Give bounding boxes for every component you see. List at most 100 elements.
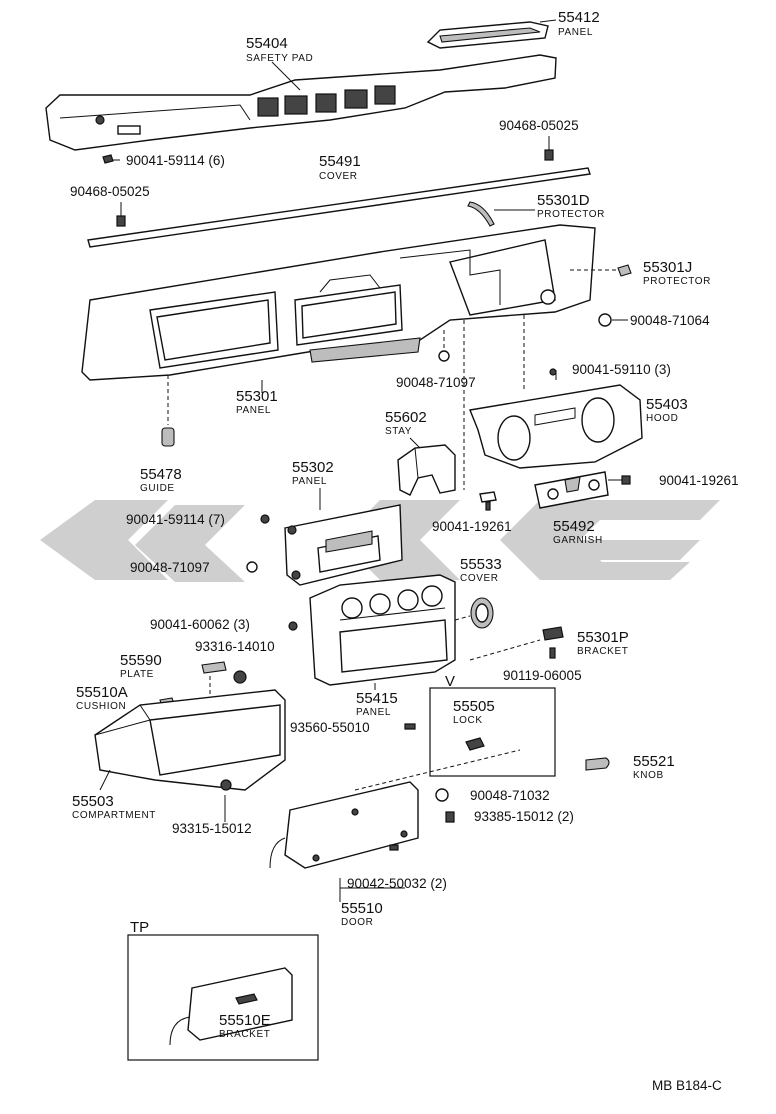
part-name-55505: LOCK [453, 715, 483, 726]
variant-tp-box [127, 934, 319, 1061]
part-55412-drawing [426, 21, 549, 49]
part-name-55301j: PROTECTOR [643, 276, 711, 287]
leader-55602 [409, 437, 421, 449]
part-name-55301p: BRACKET [577, 646, 628, 657]
part-name-55301: PANEL [236, 405, 271, 416]
part-number-55491: 55491 [319, 153, 361, 170]
part-name-55302: PANEL [292, 476, 327, 487]
part-name-55510a: CUSHION [76, 701, 126, 712]
part-55403-drawing [469, 384, 643, 469]
callout-90048-71064: 90048-71064 [630, 313, 710, 328]
part-name-55510: DOOR [341, 917, 373, 928]
part-number-55301: 55301 [236, 388, 278, 405]
variant-tp-label: TP [130, 919, 149, 936]
part-name-55602: STAY [385, 426, 412, 437]
drawing-code: MB B184-C [652, 1078, 722, 1093]
callout-90041-19261-b: 90041-19261 [432, 519, 512, 534]
part-55492-drawing [534, 471, 609, 509]
leader-55503 [99, 769, 111, 791]
callout-90468-05025-b: 90468-05025 [70, 184, 150, 199]
part-55415-drawing [309, 574, 456, 686]
clip-icon [246, 561, 258, 573]
callout-90048-71097-b: 90048-71097 [130, 560, 210, 575]
clip-icon [435, 788, 449, 802]
callout-90041-59114-6: 90041-59114 (6) [126, 153, 225, 168]
callout-90042-50032-2: 90042-50032 (2) [347, 876, 447, 891]
part-55510-drawing [269, 781, 419, 869]
dash-55301p [469, 639, 541, 661]
part-55302-drawing [284, 504, 403, 586]
bolt-icon [404, 723, 416, 730]
part-number-55510a: 55510A [76, 684, 128, 701]
part-number-55404: 55404 [246, 35, 288, 52]
part-number-55301d: 55301D [537, 192, 590, 209]
callout-90041-59110-3: 90041-59110 (3) [572, 362, 671, 377]
part-55521-drawing [585, 757, 610, 771]
screw-icon [549, 368, 557, 376]
callout-90119-06005: 90119-06005 [503, 668, 582, 683]
part-name-55403: HOOD [646, 413, 678, 424]
part-number-55590: 55590 [120, 652, 162, 669]
part-name-55478: GUIDE [140, 483, 175, 494]
part-55533-drawing [470, 597, 494, 629]
part-55301-drawing [81, 224, 596, 381]
part-name-55521: KNOB [633, 770, 664, 781]
part-55301p-drawing [542, 626, 564, 659]
fastener-group-right [438, 264, 632, 362]
part-name-55404: SAFETY PAD [246, 53, 313, 64]
part-55503-drawing [94, 689, 286, 791]
part-number-55492: 55492 [553, 518, 595, 535]
bolt-19261-drawing [479, 491, 497, 511]
part-number-55478: 55478 [140, 466, 182, 483]
screw-icon [260, 514, 270, 524]
part-number-55510: 55510 [341, 900, 383, 917]
part-number-55403: 55403 [646, 396, 688, 413]
part-name-55510e: BRACKET [219, 1029, 270, 1040]
part-name-55492: GARNISH [553, 535, 603, 546]
screw-icon [445, 811, 455, 823]
variant-v-label: V [445, 673, 455, 690]
callout-90041-60062-3: 90041-60062 (3) [150, 617, 250, 632]
part-number-55412: 55412 [558, 9, 600, 26]
part-name-55590: PLATE [120, 669, 154, 680]
bolt-icon [621, 475, 631, 485]
part-name-55533: COVER [460, 573, 499, 584]
part-number-55503: 55503 [72, 793, 114, 810]
part-number-55301j: 55301J [643, 259, 692, 276]
screw-icon [288, 621, 298, 631]
dash-lock [354, 749, 521, 791]
part-name-55491: COVER [319, 171, 358, 182]
part-number-55533: 55533 [460, 556, 502, 573]
callout-90048-71032: 90048-71032 [470, 788, 550, 803]
callout-90468-05025-a: 90468-05025 [499, 118, 579, 133]
part-number-55302: 55302 [292, 459, 334, 476]
part-55478-drawing [161, 427, 175, 447]
dash-55533 [454, 615, 471, 621]
part-name-55301d: PROTECTOR [537, 209, 605, 220]
callout-90041-59114-7: 90041-59114 (7) [126, 512, 225, 527]
leader-55412 [539, 19, 557, 23]
callout-93316-14010: 93316-14010 [195, 639, 275, 654]
callout-90048-71097-a: 90048-71097 [396, 375, 476, 390]
callout-93560-55010: 93560-55010 [290, 720, 370, 735]
part-number-55602: 55602 [385, 409, 427, 426]
part-55602-drawing [397, 444, 456, 496]
variant-v-box [429, 687, 556, 777]
callout-93385-15012-2: 93385-15012 (2) [474, 809, 574, 824]
leader-55404 [271, 61, 301, 91]
callout-90041-19261-a: 90041-19261 [659, 473, 739, 488]
part-number-55301p: 55301P [577, 629, 629, 646]
part-55491-drawing [87, 167, 591, 248]
part-name-55412: PANEL [558, 27, 593, 38]
part-name-55503: COMPARTMENT [72, 810, 156, 821]
callout-93315-15012: 93315-15012 [172, 821, 252, 836]
part-number-55415: 55415 [356, 690, 398, 707]
part-number-55505: 55505 [453, 698, 495, 715]
part-name-55415: PANEL [356, 707, 391, 718]
part-55404-drawing [45, 54, 557, 151]
part-55590-drawing [201, 661, 247, 684]
fastener-group-top [102, 149, 554, 227]
part-number-55510e: 55510E [219, 1012, 271, 1029]
part-number-55521: 55521 [633, 753, 675, 770]
